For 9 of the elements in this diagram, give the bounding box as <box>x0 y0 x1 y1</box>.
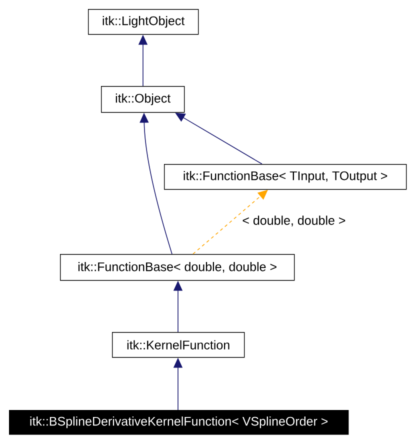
class-box: itk::BSplineDerivativeKernelFunction< VSplineOrder > <box>9 410 349 435</box>
class-box: itk::FunctionBase< TInput, TOutput > <box>164 164 407 190</box>
class-box: itk::LightObject <box>88 9 199 35</box>
arrow <box>175 112 262 164</box>
class-box: itk::Object <box>101 86 185 113</box>
edge-label: < double, double > <box>241 214 347 228</box>
class-box: itk::KernelFunction <box>112 332 245 358</box>
dashed-arrow <box>192 190 268 254</box>
class-box: itk::FunctionBase< double, double > <box>60 254 295 281</box>
